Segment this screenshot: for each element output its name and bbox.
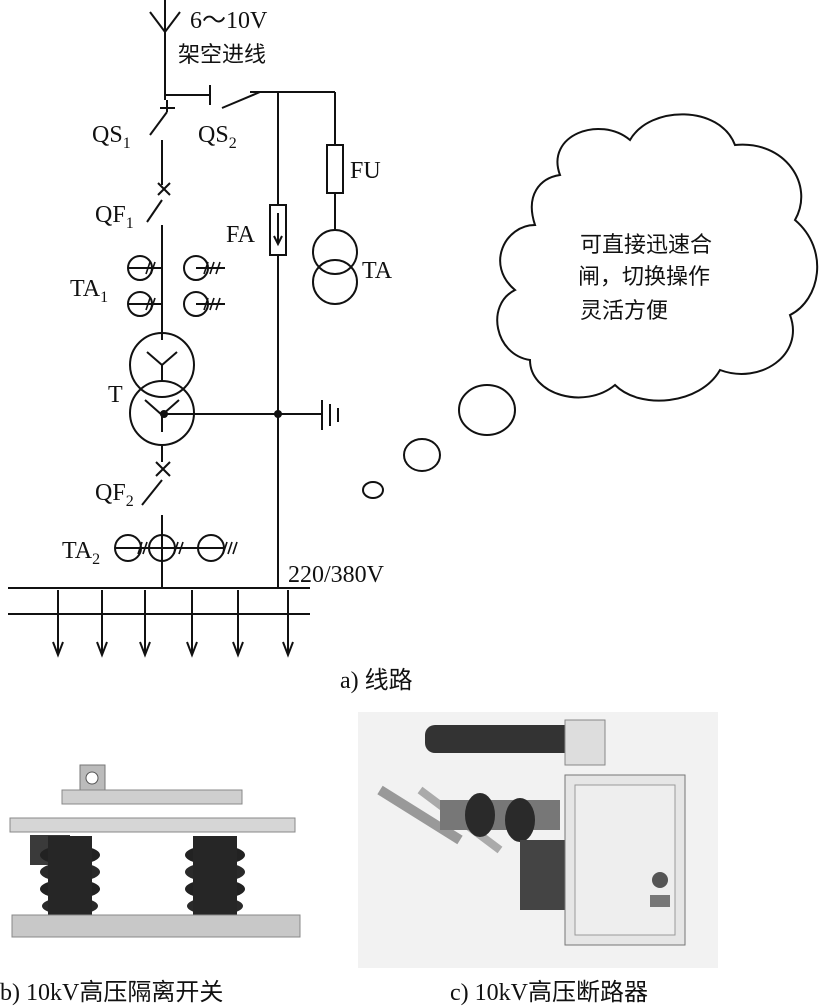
thought-cloud <box>362 113 819 499</box>
fu-fuse <box>326 144 344 230</box>
qs1-switch <box>149 111 168 185</box>
bus-voltage-label: 220/380V <box>288 562 385 588</box>
isolating-switch-photo <box>9 764 301 938</box>
ta2-label: TA2 <box>62 538 100 568</box>
ta1-label: TA1 <box>70 276 108 306</box>
cloud-text-line-2: 闸，切换操作 <box>578 265 710 290</box>
caption-b: b) 10kV高压隔离开关 <box>0 979 223 1006</box>
qs2-switch <box>221 91 336 205</box>
power-transformer <box>129 332 195 446</box>
cloud-text-line-1: 可直接迅速合 <box>580 233 712 258</box>
circuit-breaker-photo <box>358 712 718 968</box>
incoming-voltage-label: 6～10V <box>190 8 268 34</box>
incoming-line <box>149 0 181 100</box>
neutral-ground <box>164 400 339 430</box>
fu-label: FU <box>350 158 381 184</box>
qf2-breaker <box>141 446 171 588</box>
fa-arrester <box>269 204 287 588</box>
caption-a: a) 线路 <box>340 667 413 694</box>
ta-voltage-transformer <box>312 229 358 305</box>
qs1-label: QS1 <box>92 122 131 152</box>
ta2-transformers <box>114 534 238 562</box>
ta-label: TA <box>362 258 393 284</box>
incoming-description: 架空进线 <box>178 43 266 68</box>
qf2-label: QF2 <box>95 480 134 510</box>
cloud-text-line-3: 灵活方便 <box>580 299 668 324</box>
caption-c: c) 10kV高压断路器 <box>450 979 648 1006</box>
fa-label: FA <box>226 222 256 248</box>
qs-junction <box>160 85 211 112</box>
qs2-label: QS2 <box>198 122 237 152</box>
qf1-label: QF1 <box>95 202 134 232</box>
outgoing-feeders <box>52 590 294 658</box>
lv-bus <box>8 587 310 615</box>
transformer-label: T <box>108 382 123 408</box>
ta1-transformers <box>127 255 225 317</box>
qf1-breaker <box>146 182 171 340</box>
